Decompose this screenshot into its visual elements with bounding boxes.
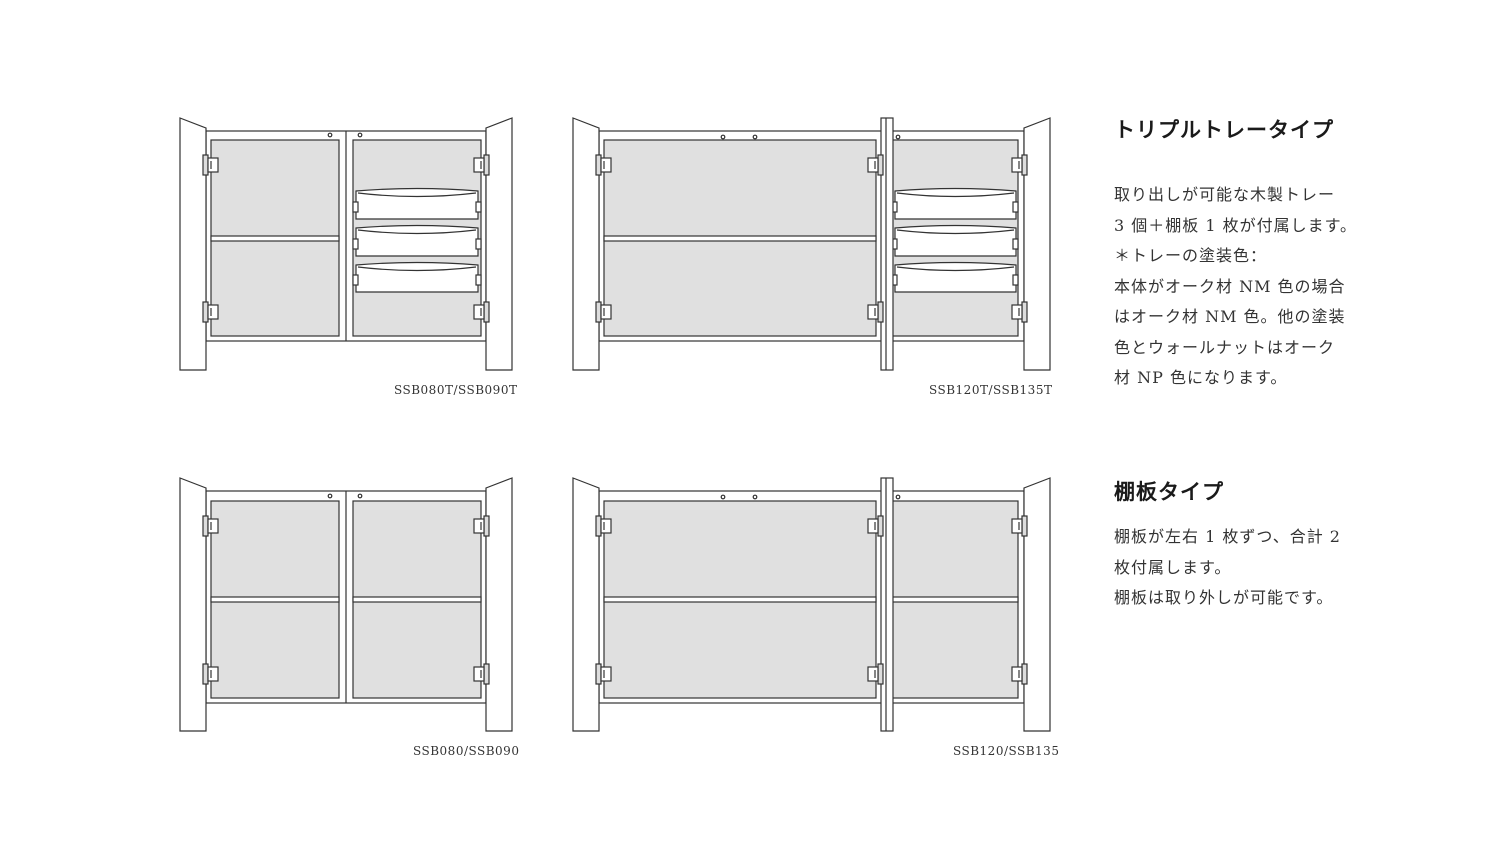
shelf-title: 棚板タイプ [1114,479,1224,504]
tray [352,187,482,293]
description-line: 枚付属します。 [1114,557,1232,577]
hinge [595,515,1028,685]
cabinet-ssb120-ssb135 [572,477,1051,732]
cabinet-ssb120t-ssb135t [572,117,1051,371]
model-label-ssb080-ssb090: SSB080/SSB090 [413,744,520,758]
shelf-description: 棚板が左右 1 枚ずつ、合計 2 枚付属します。 棚板は取り外しが可能です。 [1114,522,1341,614]
description-line: 本体がオーク材 NM 色の場合 [1114,276,1346,296]
description-line: 棚板が左右 1 枚ずつ、合計 2 [1114,527,1341,546]
description-line: 材 NP 色になります。 [1114,368,1288,387]
cabinet-ssb080t-ssb090t [179,117,513,371]
model-label-ssb120t-ssb135t: SSB120T/SSB135T [929,383,1053,397]
hinge [202,154,490,323]
hinge [595,154,1028,323]
description-line: 棚板は取り外しが可能です。 [1114,588,1334,607]
triple-tray-title: トリプルトレータイプ [1114,117,1334,142]
description-line: 取り出しが可能な木製トレー [1114,185,1336,204]
triple-tray-description: 取り出しが可能な木製トレー 3 個＋棚板 1 枚が付属します。 ＊トレーの塗装色… [1114,180,1357,394]
model-label-ssb080t-ssb090t: SSB080T/SSB090T [394,383,518,397]
description-line: 3 個＋棚板 1 枚が付属します。 [1114,215,1358,235]
description-line: 色とウォールナットはオーク [1114,337,1336,357]
model-label-ssb120-ssb135: SSB120/SSB135 [953,744,1060,758]
description-line: はオーク材 NM 色。他の塗装 [1114,307,1346,326]
tray [891,187,1019,293]
cabinet-ssb080-ssb090 [179,477,513,732]
description-line: ＊トレーの塗装色： [1114,246,1268,265]
hinge [202,515,490,685]
